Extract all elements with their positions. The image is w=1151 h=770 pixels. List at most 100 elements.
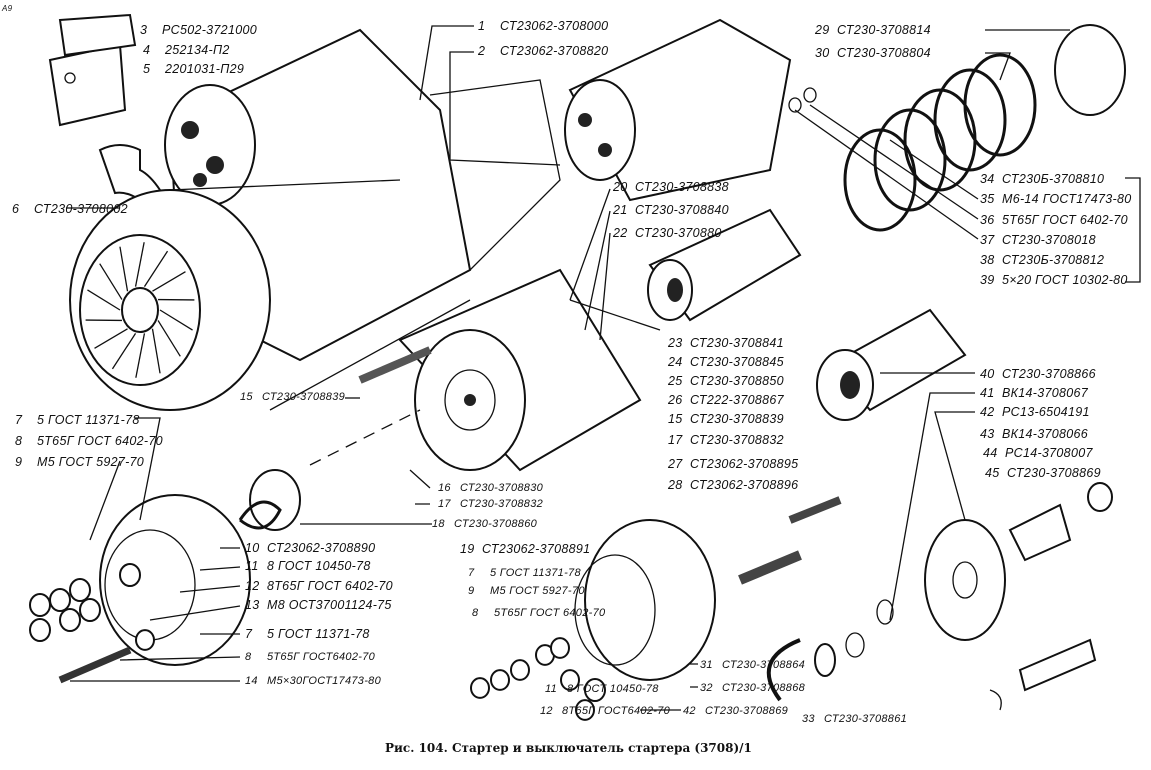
part-number: 7	[468, 567, 475, 579]
part-code: 252134-П2	[165, 43, 230, 57]
part-number: 41	[980, 386, 995, 400]
part-code: СТ230-3708830	[460, 482, 544, 494]
part-code: СТ230-370880	[635, 226, 722, 240]
washer	[575, 699, 595, 721]
part-code: 5 ГОСТ 11371-78	[37, 413, 140, 427]
part-number: 44	[983, 446, 998, 460]
figure-caption: Рис. 104. Стартер и выключатель стартера…	[385, 741, 752, 755]
part-code: СТ230-3708869	[1007, 466, 1101, 480]
corner-mark: A9	[2, 4, 13, 13]
washer	[29, 618, 51, 642]
starter-body	[69, 28, 561, 411]
part-number: 31	[700, 659, 713, 671]
part-number: 29	[815, 23, 830, 37]
part-code: 5Т65Г ГОСТ 6402-70	[494, 607, 606, 619]
part-number: 34	[980, 172, 995, 186]
part-code: СТ230-3708839	[690, 412, 784, 426]
part-number: 30	[815, 46, 830, 60]
part-code: 5Т65Г ГОСТ6402-70	[267, 651, 376, 663]
part-number: 35	[980, 192, 995, 206]
part-number: 5	[143, 62, 151, 76]
leader-lines	[66, 25, 1141, 711]
part-number: 32	[700, 682, 713, 694]
part-number: 21	[613, 203, 628, 217]
part-code: СТ230-3708868	[722, 682, 806, 694]
part-code: СТ222-3708867	[690, 393, 784, 407]
part-number: 38	[980, 253, 995, 267]
fan-blade	[134, 242, 145, 287]
fan-blades	[85, 242, 195, 378]
part-code: СТ23062-3708820	[500, 44, 609, 58]
part-code: М5 ГОСТ 5927-70	[37, 455, 145, 469]
part-code: РС14-3708007	[1005, 446, 1093, 460]
part-number: 11	[245, 559, 259, 573]
washer	[560, 669, 580, 691]
part-code: РС13-6504191	[1002, 405, 1090, 419]
part-code: СТ230-3708814	[837, 23, 931, 37]
end-cover-right	[470, 496, 842, 721]
part-code: РС502-3721000	[162, 23, 257, 37]
nuts-washers	[29, 563, 155, 651]
part-number: 9	[15, 455, 23, 469]
part-label-9: 9 М5 ГОСТ 5927-70	[15, 455, 144, 469]
part-number: 1	[478, 19, 486, 33]
part-code: СТ230-3708861	[824, 713, 908, 725]
end-cover-left	[29, 469, 301, 684]
washer	[59, 608, 81, 632]
part-label-4: 4 252134-П2	[143, 43, 230, 57]
part-number: 8	[472, 607, 479, 619]
part-code: СТ230-3708838	[635, 180, 729, 194]
part-label-44: 44 РС14-3708007	[983, 446, 1093, 460]
nuts-washers	[470, 637, 606, 721]
washer	[510, 659, 530, 681]
part-code: СТ230-3708860	[454, 518, 538, 530]
washer	[135, 629, 155, 651]
part-number: 9	[468, 585, 475, 597]
part-number: 4	[143, 43, 151, 57]
part-number: 15	[668, 412, 683, 426]
part-label-29: 29 СТ230-3708814	[815, 23, 931, 37]
part-label-15: 15 СТ230-3708839	[668, 412, 784, 426]
fan-blade	[152, 271, 186, 292]
part-code: СТ230-3708841	[690, 336, 784, 350]
washer	[119, 563, 141, 587]
part-label-8: 8 5Т65Г ГОСТ6402-70	[245, 650, 375, 664]
part-number: 25	[668, 374, 683, 388]
drive-housing	[309, 268, 642, 472]
part-number: 40	[980, 367, 995, 381]
part-number: 16	[438, 482, 451, 494]
spring-part	[788, 24, 1126, 232]
part-code: 8Т65Г ГОСТ6402-70	[562, 705, 671, 717]
part-number: 8	[245, 651, 252, 663]
part-code: СТ23062-3708890	[267, 541, 376, 555]
washer	[550, 637, 570, 659]
part-number: 14	[245, 675, 258, 687]
